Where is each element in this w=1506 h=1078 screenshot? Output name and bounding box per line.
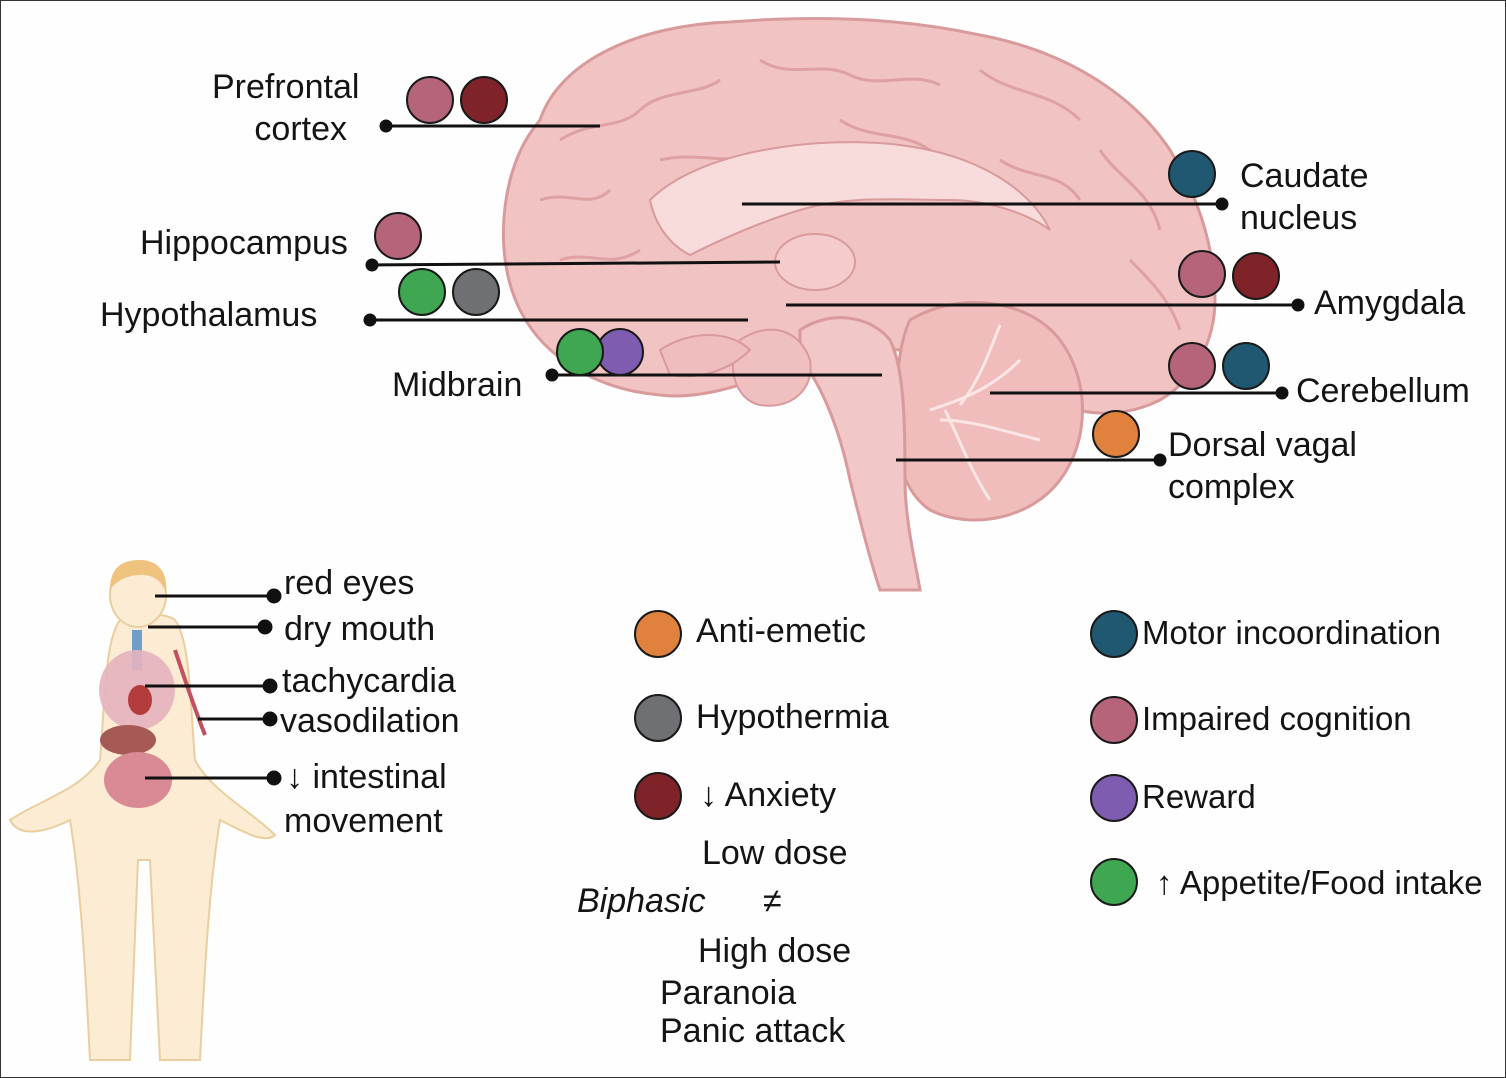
dot-amygdala-anxiety bbox=[1232, 252, 1280, 300]
legend-anxiety-label: ↓ Anxiety bbox=[700, 776, 837, 814]
label-amygdala: Amygdala bbox=[1314, 284, 1466, 322]
label-hypothalamus: Hypothalamus bbox=[100, 296, 318, 334]
dot-dorsal-vagal-anti-emetic bbox=[1092, 410, 1140, 458]
heart bbox=[128, 685, 152, 715]
liver bbox=[100, 725, 156, 755]
dot-hypothalamus-appetite bbox=[398, 268, 446, 316]
label-prefrontal-cortex: Prefrontal cortex bbox=[212, 66, 359, 150]
dot-hippocampus-impaired-cognition bbox=[374, 212, 422, 260]
dot-midbrain-appetite bbox=[556, 328, 604, 376]
body-effect-movement: movement bbox=[284, 802, 443, 840]
legend-anti-emetic-swatch bbox=[634, 610, 682, 658]
biphasic-not-equal: ≠ bbox=[763, 882, 782, 920]
thalamus bbox=[774, 233, 856, 291]
pons bbox=[731, 328, 812, 407]
legend-reward-label: Reward bbox=[1142, 778, 1256, 815]
label-line: Prefrontal bbox=[212, 68, 360, 106]
label-dorsal-vagal-complex: Dorsal vagal complex bbox=[1168, 424, 1357, 508]
legend-reward-swatch bbox=[1090, 774, 1138, 822]
label-caudate-nucleus: Caudate nucleus bbox=[1240, 155, 1369, 239]
label-line: complex bbox=[1168, 468, 1295, 506]
dot-cerebellum-motor-incoordination bbox=[1222, 342, 1270, 390]
body-effect-tachycardia: tachycardia bbox=[282, 662, 456, 700]
dot-cerebellum-impaired-cognition bbox=[1168, 342, 1216, 390]
legend-anti-emetic-label: Anti-emetic bbox=[696, 612, 867, 650]
label-hippocampus: Hippocampus bbox=[140, 224, 348, 262]
intestines bbox=[104, 752, 172, 808]
legend-hypothermia-swatch bbox=[634, 694, 682, 742]
arm-vessel bbox=[173, 649, 207, 736]
body-pointer-lines bbox=[145, 588, 282, 786]
label-line: cortex bbox=[254, 110, 347, 148]
legend-impaired-cognition-label: Impaired cognition bbox=[1142, 700, 1412, 737]
cerebrum bbox=[501, 16, 1217, 415]
body-effect-red-eyes: red eyes bbox=[284, 564, 415, 602]
body-outline bbox=[8, 613, 277, 1061]
brainstem bbox=[798, 316, 922, 592]
legend-impaired-cognition-swatch bbox=[1090, 696, 1138, 744]
legend-appetite-label: ↑ Appetite/Food intake bbox=[1156, 864, 1483, 901]
body-effect-vasodilation: vasodilation bbox=[280, 702, 460, 740]
dot-prefrontal-impaired-cognition bbox=[406, 76, 454, 124]
human-body-illustration bbox=[8, 560, 277, 1061]
biphasic-high-dose: High dose bbox=[698, 932, 852, 970]
body-effect-intestinal: ↓ intestinal bbox=[286, 758, 447, 796]
biphasic-paranoia: Paranoia bbox=[660, 974, 797, 1012]
legend-appetite-swatch bbox=[1090, 858, 1138, 906]
legend-motor-incoordination-swatch bbox=[1090, 610, 1138, 658]
brain-illustration bbox=[501, 16, 1217, 592]
legend-hypothermia-label: Hypothermia bbox=[696, 698, 889, 736]
dot-prefrontal-anxiety bbox=[460, 76, 508, 124]
label-cerebellum: Cerebellum bbox=[1296, 372, 1470, 410]
dot-caudate-motor-incoordination bbox=[1168, 150, 1216, 198]
dot-amygdala-impaired-cognition bbox=[1178, 250, 1226, 298]
legend-anxiety-swatch bbox=[634, 772, 682, 820]
biphasic-panic-attack: Panic attack bbox=[660, 1012, 846, 1050]
label-line: Caudate bbox=[1240, 157, 1369, 195]
biphasic-low-dose: Low dose bbox=[702, 834, 848, 872]
label-line: Dorsal vagal bbox=[1168, 426, 1357, 464]
body-effect-dry-mouth: dry mouth bbox=[284, 610, 436, 648]
pointer-lines bbox=[363, 119, 1305, 467]
arbor-vitae bbox=[929, 324, 1041, 501]
dot-hypothalamus-hypothermia bbox=[452, 268, 500, 316]
hair bbox=[110, 560, 167, 592]
label-midbrain: Midbrain bbox=[392, 366, 523, 404]
biphasic-title: Biphasic bbox=[577, 882, 706, 920]
legend-motor-incoordination-label: Motor incoordination bbox=[1142, 614, 1441, 651]
label-line: nucleus bbox=[1240, 199, 1358, 237]
gyri bbox=[539, 58, 1182, 331]
cerebellum bbox=[892, 301, 1084, 522]
